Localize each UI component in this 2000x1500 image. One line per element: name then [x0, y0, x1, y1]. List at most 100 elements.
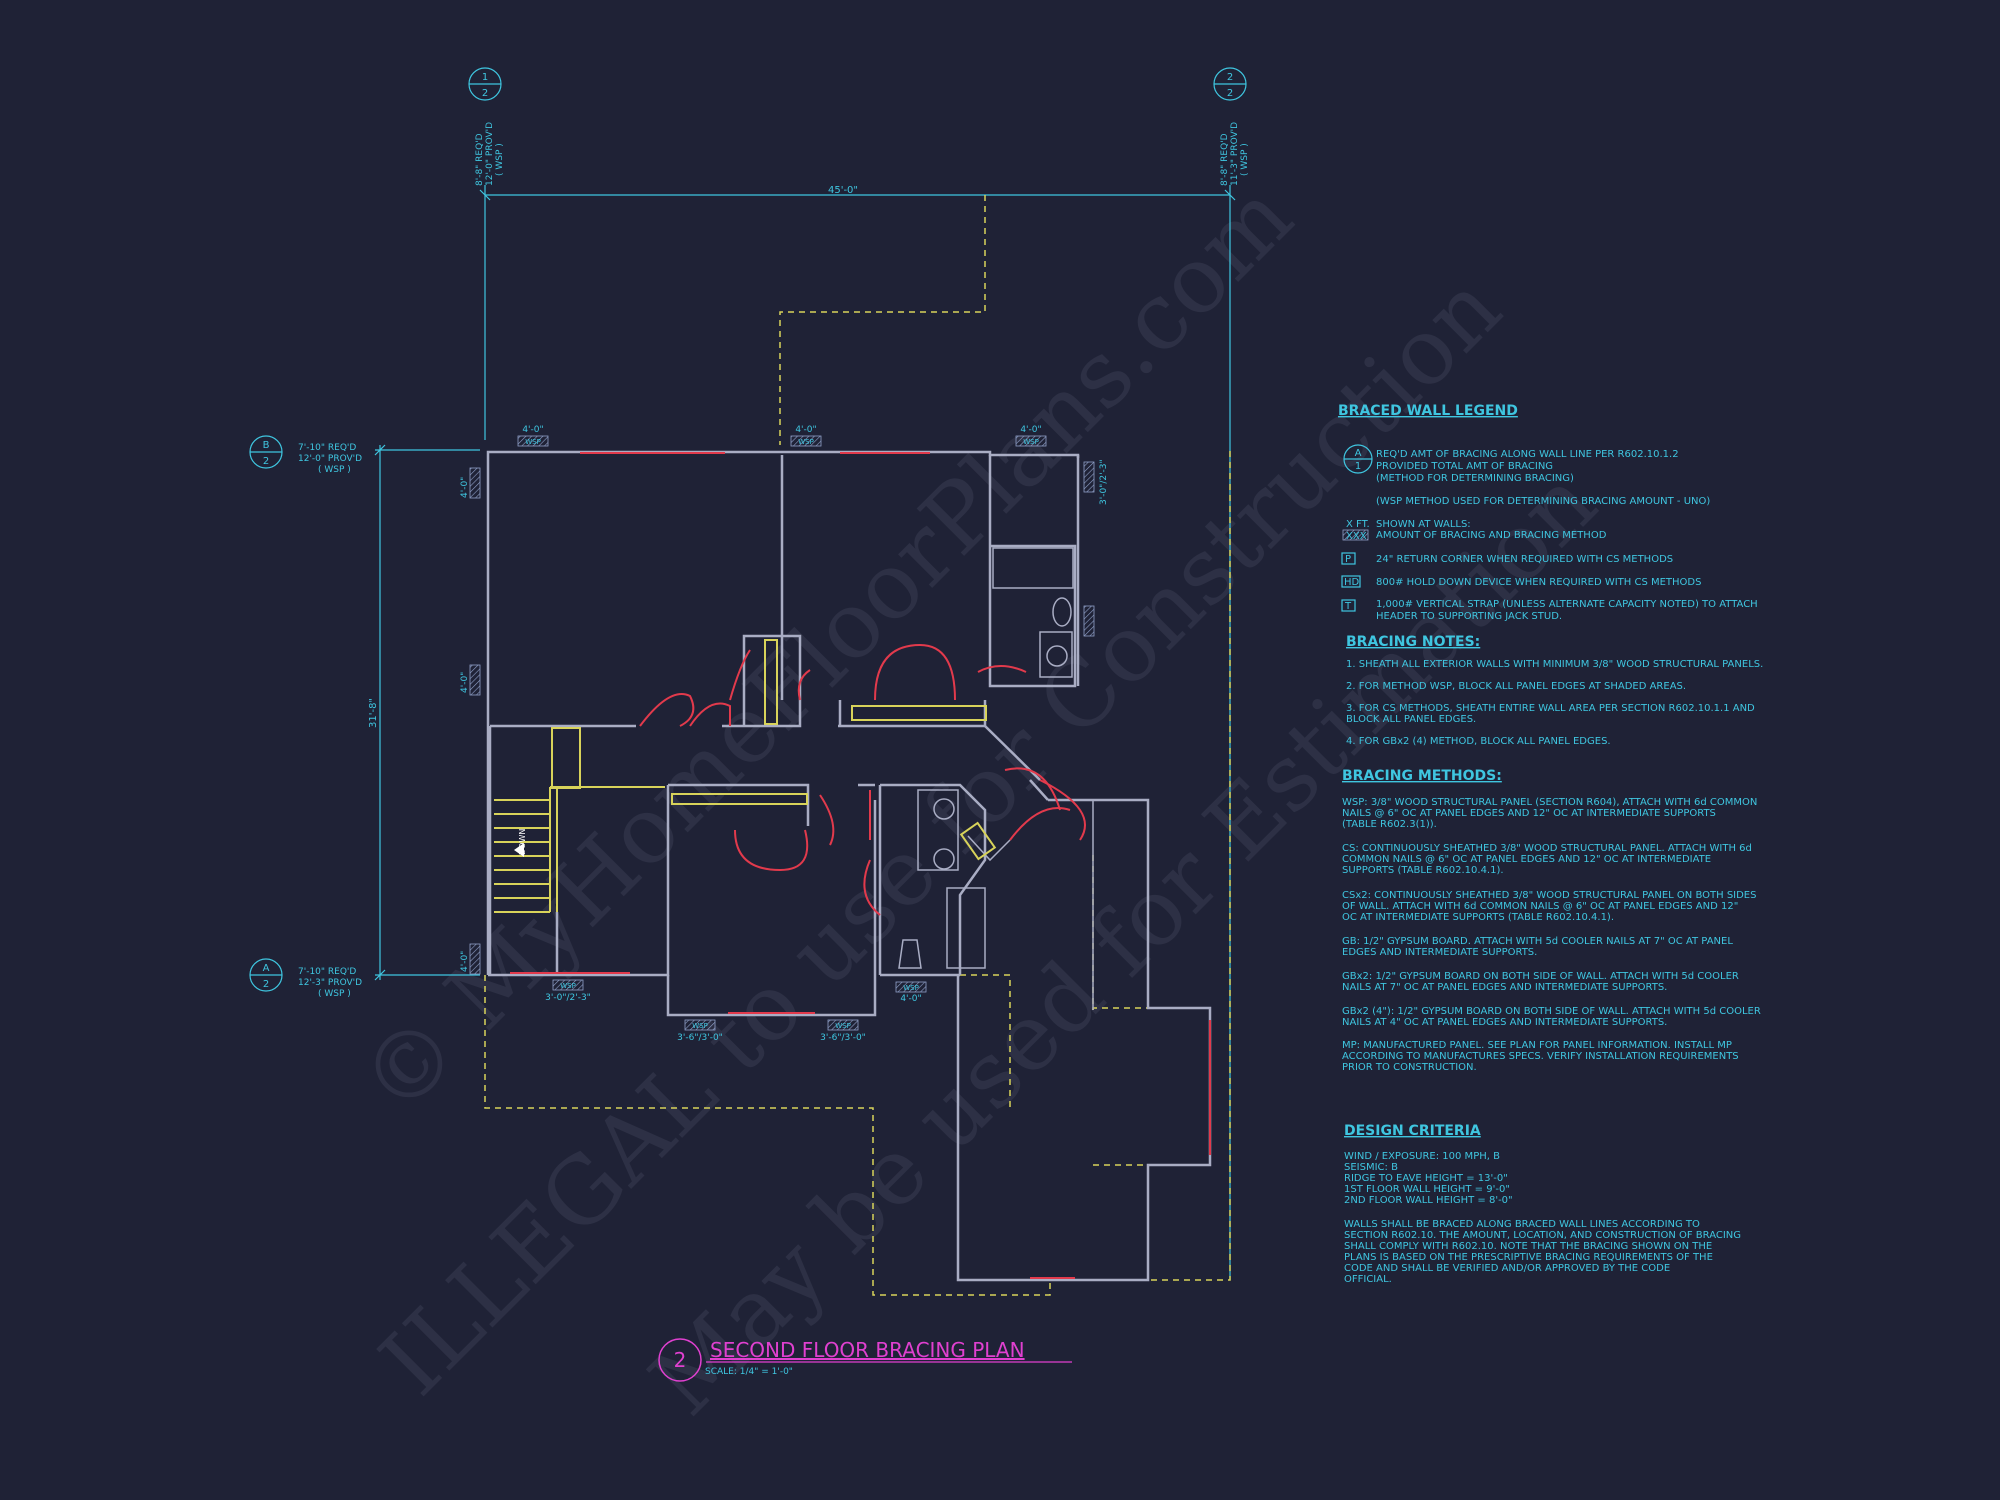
braced-wall-legend: BRACED WALL LEGEND A 1 REQ'D AMT OF BRAC…	[1338, 403, 1758, 622]
svg-text:WSP: WSP	[525, 438, 541, 446]
grid-bubble-1: 1 2 8'-8" REQ'D 12'-0" PROV'D ( WSP )	[468, 67, 505, 186]
method-cs-3: SUPPORTS (TABLE R602.10.4.1).	[1342, 865, 1504, 876]
stair-treads	[494, 799, 550, 913]
panel-tag-left-2: 4'-0"	[460, 664, 481, 696]
legend-bubble-note: (WSP METHOD USED FOR DETERMINING BRACING…	[1376, 496, 1710, 507]
grid-bubble-b-letter: B	[263, 440, 270, 451]
svg-text:3'-0"/2'-3": 3'-0"/2'-3"	[545, 993, 591, 1003]
bracing-note-2: 2. FOR METHOD WSP, BLOCK ALL PANEL EDGES…	[1346, 681, 1686, 692]
method-gbx2-2: NAILS AT 7" OC AT PANEL EDGES AND INTERM…	[1342, 982, 1667, 993]
panel-tags: 4'-0" WSP 4'-0" WSP 4'-0" WSP 3'-0"/2'-3…	[460, 425, 1109, 1043]
grid-bubble-b-sheet: 2	[263, 456, 269, 467]
legend-p-text: 24" RETURN CORNER WHEN REQUIRED WITH CS …	[1376, 554, 1673, 565]
svg-text:WSP: WSP	[835, 1022, 851, 1030]
svg-text:4'-0": 4'-0"	[1020, 425, 1041, 435]
grid-1-method: ( WSP )	[495, 143, 505, 176]
legend-hd-tag: HD	[1344, 577, 1360, 588]
legend-title: BRACED WALL LEGEND	[1338, 403, 1518, 419]
method-wsp-1: WSP: 3/8" WOOD STRUCTURAL PANEL (SECTION…	[1342, 797, 1757, 808]
grid-bubble-a-sheet: 2	[263, 979, 269, 990]
svg-text:4'-0": 4'-0"	[900, 994, 921, 1004]
grid-1-prov: 12'-0" PROV'D	[485, 122, 495, 186]
grid-b-req: 7'-10" REQ'D	[298, 443, 356, 453]
legend-xxx-tag: XXX	[1346, 531, 1367, 542]
legend-bubble-line1: REQ'D AMT OF BRACING ALONG WALL LINE PER…	[1376, 449, 1679, 460]
grid-b-method: ( WSP )	[318, 465, 351, 475]
drawing-title-block: 2 SECOND FLOOR BRACING PLAN SCALE: 1/4" …	[658, 1338, 1072, 1382]
panel-tag-bottom-3: WSP 3'-6"/3'-0"	[820, 1019, 866, 1043]
legend-xft-tag: X FT.	[1346, 519, 1370, 530]
panel-tag-right-bath	[1083, 605, 1095, 637]
svg-text:3'-6"/3'-0": 3'-6"/3'-0"	[677, 1033, 723, 1043]
svg-text:3'-0"/2'-3": 3'-0"/2'-3"	[1099, 459, 1109, 505]
criteria-para-2: SECTION R602.10. THE AMOUNT, LOCATION, A…	[1344, 1230, 1741, 1241]
method-wsp-2: NAILS @ 6" OC AT PANEL EDGES AND 12" OC …	[1342, 808, 1716, 819]
panel-tag-top-1: 4'-0" WSP	[517, 425, 549, 447]
grid-bubble-a: A 2 7'-10" REQ'D 12'-3" PROV'D ( WSP )	[249, 958, 362, 999]
bracing-note-3b: BLOCK ALL PANEL EDGES.	[1346, 714, 1476, 725]
panel-tag-bottom-1: WSP 3'-0"/2'-3"	[545, 979, 591, 1003]
legend-t-line1: 1,000# VERTICAL STRAP (UNLESS ALTERNATE …	[1376, 599, 1758, 610]
method-mp-1: MP: MANUFACTURED PANEL. SEE PLAN FOR PAN…	[1342, 1040, 1732, 1051]
braced-wall-panels	[510, 452, 1211, 1279]
legend-t-line2: HEADER TO SUPPORTING JACK STUD.	[1376, 611, 1562, 622]
dimension-lines: 45'-0" 31'-8"	[368, 185, 1236, 1280]
panel-tag-left-3: 4'-0"	[460, 943, 481, 975]
legend-hd-text: 800# HOLD DOWN DEVICE WHEN REQUIRED WITH…	[1376, 577, 1701, 588]
bracing-note-3a: 3. FOR CS METHODS, SHEATH ENTIRE WALL AR…	[1346, 703, 1755, 714]
method-gbx2-4-1: GBx2 (4"): 1/2" GYPSUM BOARD ON BOTH SID…	[1342, 1006, 1761, 1017]
svg-text:4'-0": 4'-0"	[460, 672, 470, 693]
svg-text:4'-0": 4'-0"	[460, 477, 470, 498]
method-cs-1: CS: CONTINUOUSLY SHEATHED 3/8" WOOD STRU…	[1342, 843, 1752, 854]
bracing-note-4: 4. FOR GBx2 (4) METHOD, BLOCK ALL PANEL …	[1346, 736, 1611, 747]
method-gbx2-1: GBx2: 1/2" GYPSUM BOARD ON BOTH SIDE OF …	[1342, 971, 1739, 982]
legend-bubble-line2: PROVIDED TOTAL AMT OF BRACING	[1376, 461, 1553, 472]
criteria-para-5: CODE AND SHALL BE VERIFIED AND/OR APPROV…	[1344, 1263, 1670, 1274]
svg-text:4'-0": 4'-0"	[460, 951, 470, 972]
grid-b-prov: 12'-0" PROV'D	[298, 454, 362, 464]
bracing-methods-title: BRACING METHODS:	[1342, 768, 1502, 784]
svg-text:3'-6"/3'-0": 3'-6"/3'-0"	[820, 1033, 866, 1043]
legend-xft-line1: SHOWN AT WALLS:	[1376, 519, 1471, 530]
criteria-para-6: OFFICIAL.	[1344, 1274, 1392, 1285]
grid-bubble-1-sheet: 2	[482, 88, 488, 99]
method-gbx2-4-2: NAILS AT 4" OC AT PANEL EDGES AND INTERM…	[1342, 1017, 1667, 1028]
method-wsp-3: (TABLE R602.3(1)).	[1342, 819, 1437, 830]
grid-bubble-1-num: 1	[482, 72, 488, 83]
criteria-wind: WIND / EXPOSURE: 100 MPH, B	[1344, 1151, 1500, 1162]
grid-2-method: ( WSP )	[1240, 143, 1250, 176]
door-swings	[639, 643, 1086, 916]
method-gb-2: EDGES AND INTERMEDIATE SUPPORTS.	[1342, 947, 1537, 958]
criteria-para-3: SHALL COMPLY WITH R602.10. NOTE THAT THE…	[1344, 1241, 1712, 1252]
svg-text:WSP: WSP	[1023, 438, 1039, 446]
grid-bubble-2-num: 2	[1227, 72, 1233, 83]
drawing-number: 2	[674, 1348, 687, 1372]
dim-overall-width: 45'-0"	[828, 185, 858, 196]
method-mp-2: ACCORDING TO MANUFACTURES SPECS. VERIFY …	[1342, 1051, 1739, 1062]
svg-text:WSP: WSP	[903, 984, 919, 992]
grid-bubble-2-sheet: 2	[1227, 88, 1233, 99]
bracing-notes: BRACING NOTES: 1. SHEATH ALL EXTERIOR WA…	[1346, 634, 1763, 747]
grid-a-req: 7'-10" REQ'D	[298, 967, 356, 977]
stair-direction-arrow-icon	[514, 843, 524, 857]
grid-bubble-a-letter: A	[263, 963, 270, 974]
grid-2-prov: 11'-3" PROV'D	[1230, 122, 1240, 186]
svg-text:4'-0": 4'-0"	[522, 425, 543, 435]
panel-tag-left-1: 4'-0"	[460, 467, 481, 499]
grid-a-prov: 12'-3" PROV'D	[298, 978, 362, 988]
legend-bubble-line3: (METHOD FOR DETERMINING BRACING)	[1376, 473, 1574, 484]
bracing-note-1: 1. SHEATH ALL EXTERIOR WALLS WITH MINIMU…	[1346, 659, 1763, 670]
method-csx2-1: CSx2: CONTINUOUSLY SHEATHED 3/8" WOOD ST…	[1342, 890, 1756, 901]
panel-tag-top-2: 4'-0" WSP	[790, 425, 822, 447]
svg-text:WSP: WSP	[560, 982, 576, 990]
panel-tag-right-upper: 3'-0"/2'-3"	[1083, 459, 1109, 505]
method-csx2-2: OF WALL. ATTACH WITH 6d COMMON NAILS @ 6…	[1342, 901, 1738, 912]
bracing-methods: BRACING METHODS: WSP: 3/8" WOOD STRUCTUR…	[1342, 768, 1761, 1073]
bracing-notes-title: BRACING NOTES:	[1346, 634, 1480, 650]
design-criteria: DESIGN CRITERIA WIND / EXPOSURE: 100 MPH…	[1344, 1123, 1741, 1285]
svg-text:4'-0": 4'-0"	[795, 425, 816, 435]
grid-bubble-2: 2 2 8'-8" REQ'D 11'-3" PROV'D ( WSP )	[1213, 67, 1250, 186]
criteria-1st-floor: 1ST FLOOR WALL HEIGHT = 9'-0"	[1344, 1184, 1510, 1195]
criteria-para-1: WALLS SHALL BE BRACED ALONG BRACED WALL …	[1344, 1219, 1700, 1230]
